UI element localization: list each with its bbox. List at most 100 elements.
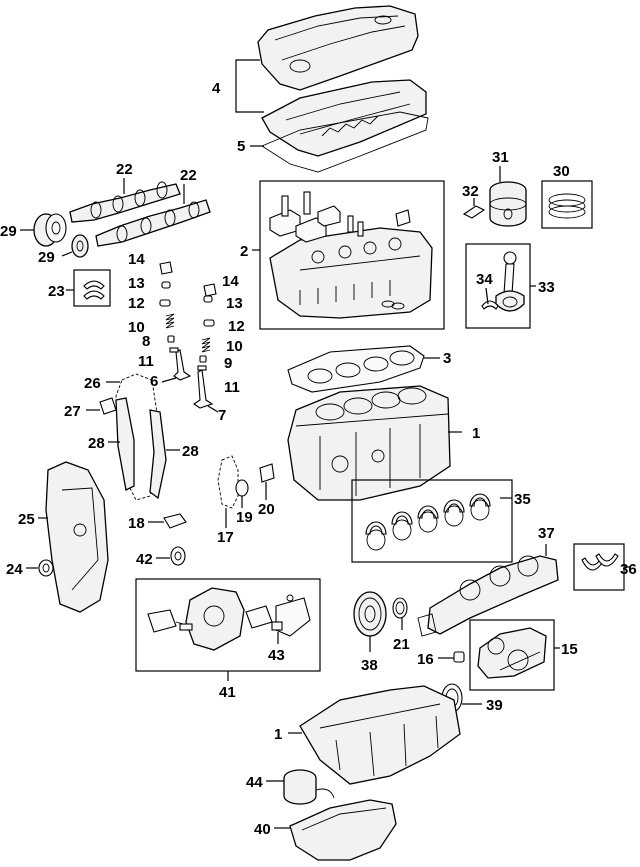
- callout-44: 44: [246, 774, 263, 791]
- callout-11-right: 11: [224, 379, 240, 396]
- cylinder-head: [269, 191, 433, 319]
- callout-21: 21: [393, 636, 410, 653]
- main-bearing-box: [351, 479, 513, 563]
- leader-4: [235, 59, 264, 113]
- callout-6: 6: [150, 373, 158, 390]
- callout-29-upper: 29: [0, 223, 17, 240]
- callout-23: 23: [48, 283, 65, 300]
- callout-10-right: 10: [226, 338, 243, 355]
- head-gasket: [287, 345, 425, 393]
- timing-chain: [115, 373, 159, 501]
- lower-crankcase: [299, 685, 461, 785]
- callout-32: 32: [462, 183, 479, 200]
- callout-34: 34: [476, 271, 493, 288]
- thrust-washers: [581, 553, 619, 571]
- callout-12-right: 12: [228, 318, 245, 335]
- connecting-rod: [481, 251, 525, 312]
- engine-cover-assembly: [257, 5, 427, 157]
- callout-37: 37: [538, 525, 555, 542]
- bolt-16: [453, 651, 465, 663]
- crankshaft: [417, 555, 559, 637]
- callout-25: 25: [18, 511, 35, 528]
- oil-filter-adapter: [283, 769, 335, 805]
- callout-9: 9: [224, 355, 232, 372]
- callout-19: 19: [236, 509, 253, 526]
- callout-5: 5: [237, 138, 245, 155]
- bushing-box: [73, 269, 111, 307]
- camshaft-intake: [69, 181, 181, 223]
- callout-3: 3: [443, 350, 451, 367]
- balance-shaft-assembly: [477, 627, 547, 679]
- callout-22-left: 22: [116, 161, 133, 178]
- callout-1-block: 1: [472, 425, 480, 442]
- sprocket-19: [235, 479, 249, 497]
- engine-block: [287, 385, 451, 501]
- valve-springs-left: [159, 261, 179, 353]
- leader-6: [161, 377, 177, 383]
- valve-springs-right: [197, 283, 217, 371]
- leader-34: [485, 287, 489, 305]
- crankshaft-pulley: [353, 591, 387, 637]
- callout-20: 20: [258, 501, 275, 518]
- callout-10-left: 10: [128, 319, 145, 336]
- piston-ring-box: [541, 180, 593, 229]
- callout-18: 18: [128, 515, 145, 532]
- chain-guide-left: [115, 397, 135, 491]
- callout-39: 39: [486, 697, 503, 714]
- washer-42: [170, 546, 186, 566]
- callout-8: 8: [142, 333, 150, 350]
- camshaft-exhaust: [95, 199, 211, 247]
- piston: [489, 181, 527, 227]
- leader-29b: [61, 251, 73, 257]
- callout-14-left: 14: [128, 251, 145, 268]
- callout-26: 26: [84, 375, 101, 392]
- bushing-23: [83, 280, 105, 300]
- piston-pin: [462, 205, 486, 219]
- timing-cover-seal: [38, 559, 54, 577]
- callout-11-left: 11: [138, 353, 154, 370]
- cam-gear-upper: [33, 213, 67, 247]
- callout-7: 7: [218, 407, 226, 424]
- callout-40: 40: [254, 821, 271, 838]
- oil-pan: [289, 799, 397, 861]
- chain-guide-right: [149, 409, 167, 500]
- cam-gear-lower: [71, 234, 89, 258]
- callout-24: 24: [6, 561, 23, 578]
- balance-shaft-box: [469, 619, 555, 691]
- callout-12-left: 12: [128, 295, 145, 312]
- callout-28-right: 28: [182, 443, 199, 460]
- valve-intake: [173, 349, 192, 381]
- callout-16: 16: [417, 651, 434, 668]
- callout-1-lower: 1: [274, 726, 282, 743]
- callout-38: 38: [361, 657, 378, 674]
- callout-17: 17: [217, 529, 234, 546]
- callout-35: 35: [514, 491, 531, 508]
- callout-41: 41: [219, 684, 236, 701]
- guide-18: [163, 513, 187, 529]
- callout-29-lower: 29: [38, 249, 55, 266]
- callout-42: 42: [136, 551, 153, 568]
- callout-30: 30: [553, 163, 570, 180]
- callout-33: 33: [538, 279, 555, 296]
- callout-15: 15: [561, 641, 578, 658]
- cylinder-head-box: [259, 180, 445, 330]
- timing-cover: [45, 461, 109, 613]
- valve-cover-gasket: [261, 111, 429, 173]
- oil-pump-assembly: [147, 587, 311, 651]
- front-crank-seal: [392, 597, 408, 619]
- callout-43: 43: [268, 647, 285, 664]
- leader-7: [207, 405, 219, 413]
- balance-shaft-chain: [217, 455, 239, 509]
- callout-13-left: 13: [128, 275, 145, 292]
- callout-31: 31: [492, 149, 509, 166]
- callout-28-left: 28: [88, 435, 105, 452]
- tensioner-20: [259, 463, 275, 483]
- piston-rings: [548, 193, 586, 219]
- callout-13-right: 13: [226, 295, 243, 312]
- callout-27: 27: [64, 403, 81, 420]
- main-bearings: [365, 493, 491, 551]
- chain-tensioner-27: [99, 397, 117, 415]
- callout-14-right: 14: [222, 273, 239, 290]
- valve-exhaust: [193, 369, 214, 409]
